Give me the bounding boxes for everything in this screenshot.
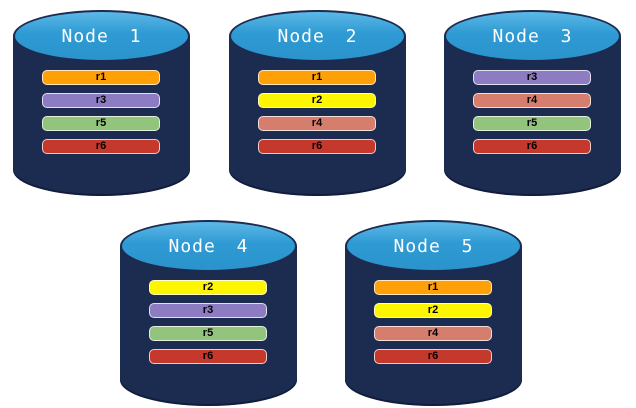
node-2-replica-r4: r4 (258, 116, 376, 131)
node-2-cylinder: Node 2 r1 r2 r4 r6 (229, 10, 406, 196)
cylinder-top: Node 3 (444, 10, 621, 62)
node-2-replica-r1: r1 (258, 70, 376, 85)
node-3-replica-r4: r4 (473, 93, 591, 108)
node-5-replica-r4: r4 (374, 326, 492, 341)
cylinder-top: Node 5 (345, 220, 522, 272)
node-4-replica-r3: r3 (149, 303, 267, 318)
node-2-replica-list: r1 r2 r4 r6 (258, 70, 376, 154)
node-1-replica-r5: r5 (42, 116, 160, 131)
node-2-replica-r6: r6 (258, 139, 376, 154)
cylinder-top: Node 1 (13, 10, 190, 62)
node-1-replica-r6: r6 (42, 139, 160, 154)
node-3-replica-list: r3 r4 r5 r6 (473, 70, 591, 154)
node-5-replica-r6: r6 (374, 349, 492, 364)
node-3-replica-r3: r3 (473, 70, 591, 85)
node-3-cylinder: Node 3 r3 r4 r5 r6 (444, 10, 621, 196)
node-5-label: Node 5 (393, 235, 474, 257)
node-1-cylinder: Node 1 r1 r3 r5 r6 (13, 10, 190, 196)
node-5-cylinder: Node 5 r1 r2 r4 r6 (345, 220, 522, 406)
node-5-replica-r2: r2 (374, 303, 492, 318)
node-4-replica-r6: r6 (149, 349, 267, 364)
node-4-label: Node 4 (168, 235, 249, 257)
cylinder-top: Node 4 (120, 220, 297, 272)
node-5-replica-r1: r1 (374, 280, 492, 295)
node-4-replica-r2: r2 (149, 280, 267, 295)
node-3-replica-r6: r6 (473, 139, 591, 154)
node-2-label: Node 2 (277, 25, 358, 47)
cylinder-top: Node 2 (229, 10, 406, 62)
node-1-replica-list: r1 r3 r5 r6 (42, 70, 160, 154)
node-3-label: Node 3 (492, 25, 573, 47)
node-3-replica-r5: r5 (473, 116, 591, 131)
node-1-label: Node 1 (61, 25, 142, 47)
node-1-replica-r1: r1 (42, 70, 160, 85)
node-4-replica-list: r2 r3 r5 r6 (149, 280, 267, 364)
node-4-replica-r5: r5 (149, 326, 267, 341)
node-2-replica-r2: r2 (258, 93, 376, 108)
node-5-replica-list: r1 r2 r4 r6 (374, 280, 492, 364)
node-4-cylinder: Node 4 r2 r3 r5 r6 (120, 220, 297, 406)
node-1-replica-r3: r3 (42, 93, 160, 108)
